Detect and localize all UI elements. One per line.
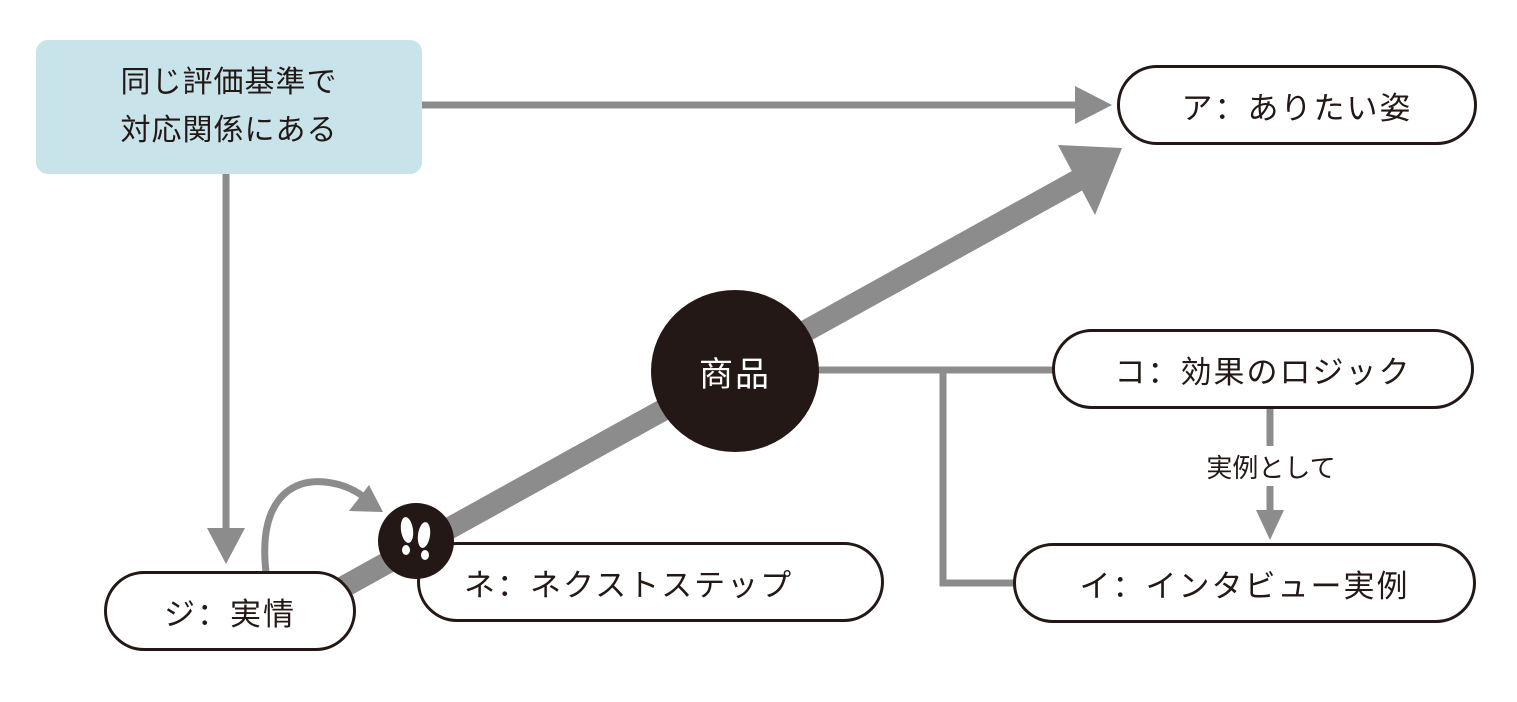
node-ideal-label: ア：ありたい姿: [1181, 90, 1413, 127]
reality-to-ideal-arrowhead: [1058, 145, 1122, 215]
node-logic-label: コ：効果のロジック: [1114, 354, 1412, 391]
product-to-interview-connector: [939, 370, 1017, 587]
node-interview: イ：インタビュー実例: [1013, 543, 1476, 623]
edge-label-example-text: 実例として: [1206, 453, 1336, 484]
node-reality: ジ：実情: [104, 571, 356, 651]
node-ideal: ア：ありたい姿: [1117, 65, 1477, 145]
node-next-step: ネ：ネクストステップ: [417, 542, 884, 622]
reality-to-nextstep-arrowhead: [349, 485, 383, 512]
node-logic: コ：効果のロジック: [1052, 329, 1474, 409]
criteria-box: 同じ評価基準で 対応関係にある: [36, 40, 422, 174]
criteria-line-2: 対応関係にある: [120, 113, 338, 148]
product-label: 商品: [699, 354, 771, 395]
node-interview-label: イ：インタビュー実例: [1079, 568, 1410, 605]
reality-to-nextstep-curved-arrow: [261, 478, 371, 573]
edge-label-example: 実例として: [1186, 446, 1356, 486]
footprints-icon: [378, 503, 454, 579]
product-circle: 商品: [651, 290, 819, 452]
criteria-to-reality-arrowhead: [207, 528, 245, 564]
logic-to-interview-arrowhead: [1256, 510, 1284, 540]
criteria-line-1: 同じ評価基準で: [120, 65, 338, 100]
node-next-step-label: ネ：ネクストステップ: [464, 567, 794, 604]
criteria-to-ideal-arrowhead: [1075, 86, 1112, 124]
node-reality-label: ジ：実情: [164, 596, 296, 633]
